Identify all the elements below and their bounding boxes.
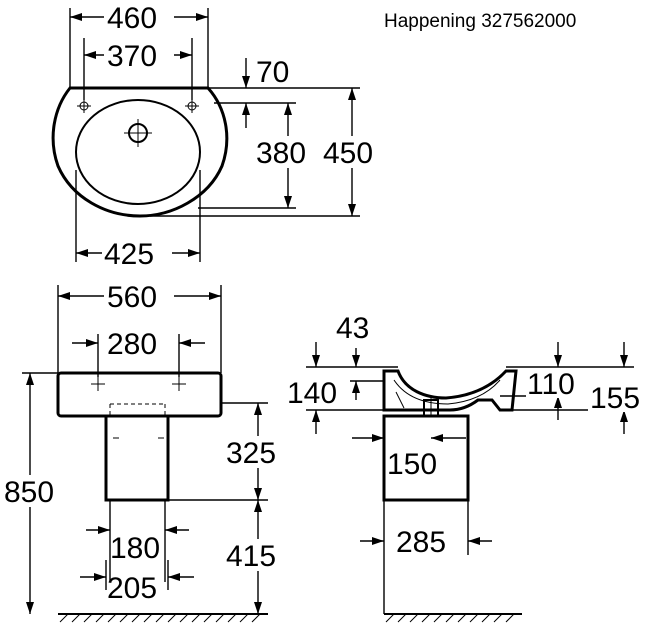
dim-pedestal-inner-width: 180: [110, 532, 160, 565]
dim-side-pedestal-depth: 285: [396, 526, 446, 559]
dim-front-width: 560: [107, 281, 157, 314]
dim-bowl-width: 425: [104, 238, 154, 271]
top-view-basin-outline: [51, 86, 229, 218]
dim-side-back-height: 155: [590, 382, 640, 415]
dim-floor-to-basin: 415: [226, 540, 276, 573]
dim-pedestal-height: 325: [226, 437, 276, 470]
dim-side-basin-height: 140: [287, 377, 337, 410]
front-view-basin: [56, 371, 223, 418]
dim-back-offset: 70: [256, 56, 289, 89]
dim-total-height: 850: [4, 476, 54, 509]
top-view-bowl: [75, 99, 201, 205]
dim-side-drain-offset: 150: [387, 448, 437, 481]
side-view: 43 140 110 155 150: [286, 312, 650, 623]
side-view-basin: [382, 369, 518, 412]
front-view-pedestal: [104, 414, 170, 502]
dim-top-depth: 450: [323, 137, 373, 170]
dim-rim-thickness: 43: [336, 312, 369, 345]
product-title: Happening 327562000: [384, 11, 576, 32]
floor-hatch: [59, 613, 261, 623]
dim-pedestal-outer-width: 205: [107, 572, 157, 605]
dim-bowl-depth: 380: [256, 137, 306, 170]
front-view: 560 280 850 325 415 180: [2, 281, 286, 623]
dim-tap-spacing: 370: [107, 40, 157, 73]
dim-top-width: 460: [107, 2, 157, 35]
dim-fixing-spacing: 280: [107, 328, 157, 361]
top-view: 460 370 70 380 450 4: [51, 2, 384, 271]
side-view-pedestal: [382, 414, 470, 502]
floor-hatch: [385, 613, 515, 623]
dim-side-bowl-depth: 110: [527, 368, 575, 401]
